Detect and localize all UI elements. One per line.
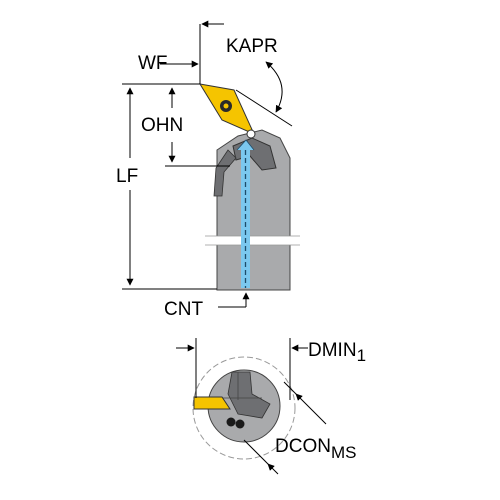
cnt-label: CNT	[164, 299, 203, 320]
lf-label: LF	[116, 166, 138, 187]
insert-screw	[246, 129, 256, 139]
end-clamp	[227, 371, 271, 419]
dcon-label: DCONMS	[275, 436, 356, 462]
end-insert	[193, 396, 231, 410]
clamp-lever	[213, 149, 237, 197]
kapr-label: KAPR	[226, 36, 278, 57]
dmin-label: DMIN1	[308, 340, 366, 365]
min-bore-circle	[192, 356, 296, 460]
shank-body	[216, 129, 291, 291]
coolant-hole	[235, 419, 245, 429]
shank-break	[205, 236, 300, 245]
side-view: WF KAPR OHN LF CNT	[116, 20, 300, 320]
kapr-arc	[265, 61, 283, 113]
ohn-label: OHN	[141, 115, 183, 136]
wf-label: WF	[138, 53, 168, 74]
coolant-hole	[226, 417, 236, 427]
end-view: DMIN1 DCONMS	[176, 338, 366, 475]
